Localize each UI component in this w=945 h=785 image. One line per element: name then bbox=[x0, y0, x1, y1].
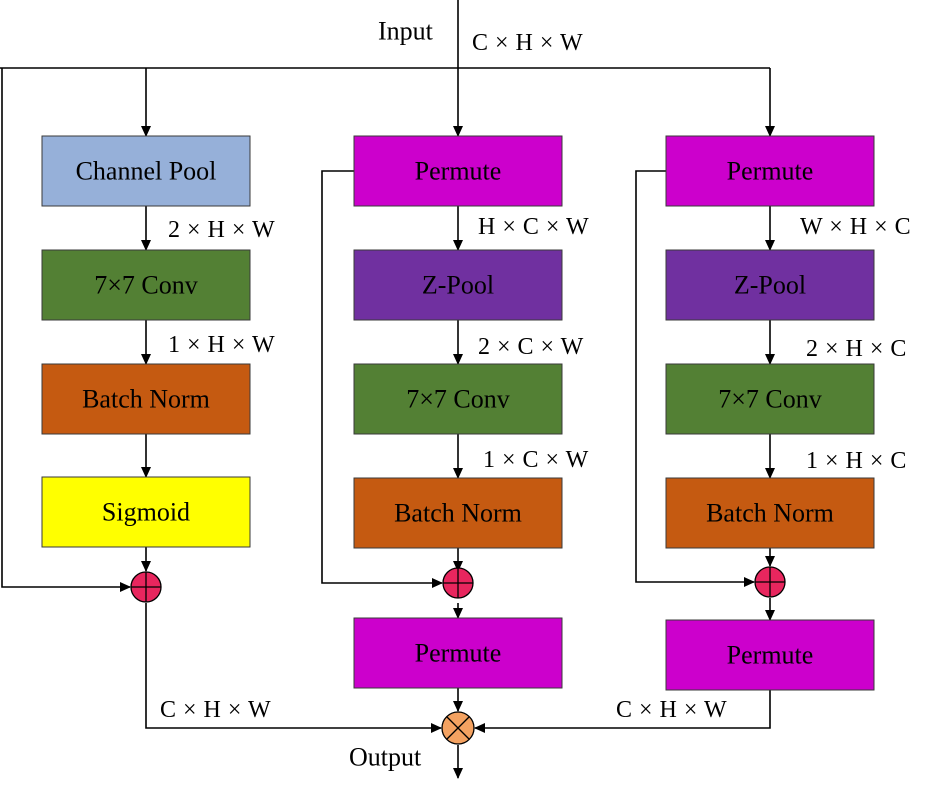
b3-permute-out-box bbox=[665, 619, 875, 691]
b3-zpool-label: Z-Pool bbox=[734, 271, 806, 300]
b3-conv-label: 7×7 Conv bbox=[718, 385, 822, 414]
sigmoid-label: Sigmoid bbox=[102, 498, 190, 527]
branch-1: Channel Pool 2 × H × W 7×7 Conv 1 × H × … bbox=[41, 135, 275, 723]
b3-dim-2: 1 × H × C bbox=[806, 448, 907, 474]
residual-b2 bbox=[321, 170, 443, 588]
b2-dim-0: H × C × W bbox=[478, 214, 589, 240]
b3-add-icon bbox=[754, 566, 786, 598]
b3-dim-1: 2 × H × C bbox=[806, 336, 907, 362]
input-label: Input bbox=[378, 17, 434, 46]
b1-out-dim: C × H × W bbox=[160, 697, 271, 723]
b2-batch-norm-box bbox=[353, 477, 563, 549]
b3-out-dim: C × H × W bbox=[616, 697, 727, 723]
output-label: Output bbox=[349, 743, 422, 772]
b2-add-icon bbox=[442, 567, 474, 599]
b2-permute-out-label: Permute bbox=[415, 639, 502, 668]
b3-dim-0: W × H × C bbox=[800, 214, 911, 240]
b3-permute-in-box bbox=[665, 135, 875, 207]
b2-conv-box bbox=[353, 363, 563, 435]
arrow-b3-to-output bbox=[474, 690, 771, 733]
b2-zpool-box bbox=[353, 249, 563, 321]
input-dim: C × H × W bbox=[472, 30, 583, 56]
b3-batch-norm-label: Batch Norm bbox=[706, 499, 834, 528]
multiply-icon bbox=[441, 711, 475, 745]
b1-batch-norm-label: Batch Norm bbox=[82, 385, 210, 414]
b2-zpool-label: Z-Pool bbox=[422, 271, 494, 300]
b2-permute-out-box bbox=[353, 617, 563, 689]
arrow-b1-to-output bbox=[145, 603, 442, 733]
channel-pool-box bbox=[41, 135, 251, 207]
b1-conv-label: 7×7 Conv bbox=[94, 271, 198, 300]
b1-conv-box bbox=[41, 249, 251, 321]
residual-b3 bbox=[635, 170, 755, 587]
branch-3: Permute W × H × C Z-Pool 2 × H × C 7×7 C… bbox=[616, 135, 911, 723]
b2-batch-norm-label: Batch Norm bbox=[394, 499, 522, 528]
residual-b1 bbox=[1, 68, 131, 592]
b2-dim-2: 1 × C × W bbox=[483, 447, 589, 473]
b3-permute-in-label: Permute bbox=[727, 157, 814, 186]
b3-batch-norm-box bbox=[665, 477, 875, 549]
b2-permute-in-label: Permute bbox=[415, 157, 502, 186]
branch-2: Permute H × C × W Z-Pool 2 × C × W 7×7 C… bbox=[353, 135, 589, 689]
b3-zpool-box bbox=[665, 249, 875, 321]
b1-batch-norm-box bbox=[41, 363, 251, 435]
channel-pool-label: Channel Pool bbox=[76, 157, 217, 186]
connectors bbox=[0, 0, 775, 779]
b3-conv-box bbox=[665, 363, 875, 435]
b3-permute-out-label: Permute bbox=[727, 641, 814, 670]
b2-conv-label: 7×7 Conv bbox=[406, 385, 510, 414]
b1-dim-1: 2 × H × W bbox=[168, 217, 275, 243]
sigmoid-box bbox=[41, 476, 251, 548]
b2-permute-in-box bbox=[353, 135, 563, 207]
b2-dim-1: 2 × C × W bbox=[478, 334, 584, 360]
b1-add-icon bbox=[130, 571, 162, 603]
b1-dim-2: 1 × H × W bbox=[168, 332, 275, 358]
